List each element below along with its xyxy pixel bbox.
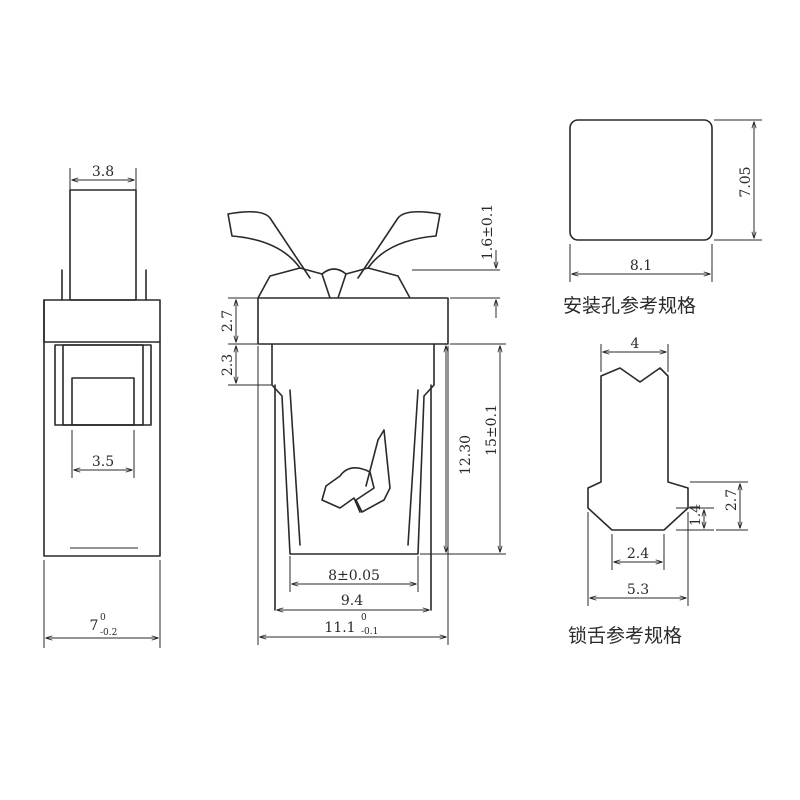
tongue-tip-width-label: 2.4	[627, 546, 649, 562]
front-inner-height-label: 12.30	[458, 435, 474, 475]
front-flange-height-label: 2.7	[220, 310, 236, 332]
front-view: 1.6±0.1 2.7 2.3 15±0.1 12.30 8±0.05 9.4 …	[220, 204, 506, 645]
tongue-hook-height-label: 2.7	[724, 489, 740, 511]
side-total-width-label: 7	[90, 618, 99, 634]
tongue-base-width-label: 5.3	[627, 582, 649, 598]
front-body-height-label: 15±0.1	[484, 404, 500, 456]
mounting-hole-caption: 安装孔参考规格	[563, 295, 696, 317]
side-tol-lower: -0.2	[100, 628, 117, 638]
latch-tongue-spec: 4 2.4 5.3 1.4 2.7 锁舌参考规格	[568, 336, 748, 647]
tongue-step-height-label: 1.4	[688, 504, 704, 526]
front-body-width-label: 9.4	[341, 593, 363, 609]
hole-height-label: 7.05	[738, 166, 754, 197]
side-tol-upper: 0	[100, 613, 106, 623]
mounting-hole-spec: 7.05 8.1 安装孔参考规格	[563, 119, 762, 317]
side-inner-width-label: 3.5	[92, 454, 114, 470]
hole-width-label: 8.1	[630, 258, 652, 274]
tongue-top-width-label: 4	[631, 336, 640, 352]
front-inner-width-label: 8±0.05	[328, 568, 380, 584]
front-flange-width-label: 11.1	[324, 620, 355, 636]
side-view: 3.8 3.5 7 0 -0.2	[43, 164, 161, 648]
latch-tongue-caption: 锁舌参考规格	[568, 625, 682, 647]
front-step-height-label: 2.3	[220, 354, 236, 376]
front-flange-tol-lower: -0.1	[361, 627, 378, 637]
front-clip-height-label: 1.6±0.1	[480, 204, 496, 260]
front-flange-tol-upper: 0	[361, 613, 367, 623]
side-top-width-label: 3.8	[92, 164, 114, 180]
